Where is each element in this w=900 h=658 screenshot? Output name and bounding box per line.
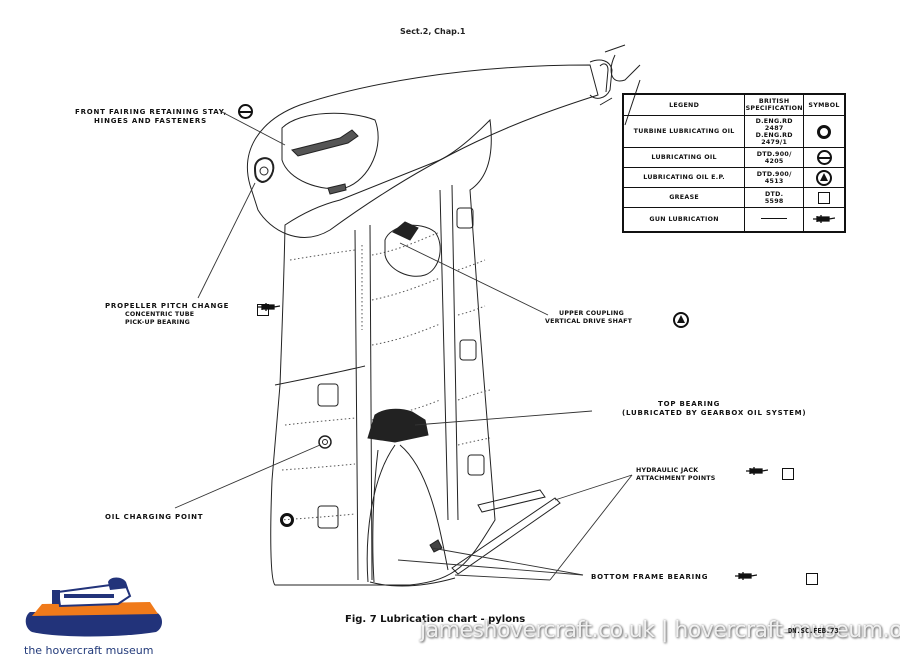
spec-line: 5598 <box>764 197 784 205</box>
legend-row: GREASE DTD.5598 <box>622 187 846 208</box>
figure-caption: Fig. 7 Lubrication chart - pylons <box>345 614 526 625</box>
hydraulic-jack-lower <box>451 497 561 575</box>
callout-propeller-pitch: PROPELLER PITCH CHANGE CONCENTRIC TUBE P… <box>105 302 229 327</box>
legend-header-legend: LEGEND <box>622 93 746 116</box>
spec-line: D.ENG.RD 2479/1 <box>755 131 793 146</box>
section-header: Sect.2, Chap.1 <box>400 27 466 36</box>
legend-symbol <box>803 115 846 148</box>
legend-header-spec: BRITISH SPECIFICATION <box>744 93 805 116</box>
legend-spec: DTD.900/4205 <box>744 147 805 168</box>
grease-gun-icon <box>735 572 757 580</box>
legend-header-symbol: SYMBOL <box>803 93 846 116</box>
hovercraft-logo-icon <box>25 577 163 637</box>
hydraulic-jack-upper <box>477 489 546 513</box>
pylon-body <box>270 118 496 586</box>
callout-hydraulic-jack: HYDRAULIC JACK ATTACHMENT POINTS <box>636 467 716 483</box>
square-icon <box>806 572 819 585</box>
callout-text: UPPER COUPLING <box>559 310 624 317</box>
reference-code: DN.SC.FEB.73 <box>788 627 839 635</box>
spec-line: DTD. <box>765 190 784 198</box>
callout-text: (LUBRICATED BY GEARBOX OIL SYSTEM) <box>622 409 807 417</box>
legend-spec: DTD.5598 <box>744 187 805 208</box>
callout-text: PROPELLER PITCH CHANGE <box>105 302 230 310</box>
callout-text: HYDRAULIC JACK <box>636 467 699 474</box>
dash-icon <box>761 218 788 220</box>
circle-ring-icon <box>279 512 294 527</box>
circle-ring-icon <box>817 124 832 139</box>
callout-text: PICK-UP BEARING <box>125 319 191 326</box>
legend-row: LUBRICATING OIL DTD.900/4205 <box>622 147 846 168</box>
legend-spec: DTD.900/4513 <box>744 167 805 188</box>
callout-text: FRONT FAIRING RETAINING STAY, <box>75 108 227 116</box>
callout-text: TOP BEARING <box>658 400 721 408</box>
callout-text: HINGES AND FASTENERS <box>94 117 207 125</box>
legend-row: LUBRICATING OIL E.P. DTD.900/4513 <box>622 167 846 188</box>
square-icon <box>818 191 831 204</box>
circle-triangle-icon <box>672 311 689 328</box>
legend-name: LUBRICATING OIL <box>622 147 746 168</box>
square-icon <box>257 303 270 316</box>
grease-gun-icon <box>258 303 280 311</box>
legend-symbol <box>803 147 846 168</box>
callout-upper-coupling: UPPER COUPLING VERTICAL DRIVE SHAFT <box>545 310 632 326</box>
retaining-stay <box>291 129 359 157</box>
grease-gun-icon <box>813 215 836 224</box>
spec-line: 4513 <box>764 177 784 185</box>
watermark-text: jameshovercraft.co.uk | hovercraft-museu… <box>420 618 900 643</box>
callout-bottom-frame: BOTTOM FRAME BEARING <box>591 573 708 582</box>
legend-symbol <box>803 207 846 232</box>
callout-front-fairing: FRONT FAIRING RETAINING STAY, HINGES AND… <box>75 108 227 126</box>
legend-row: GUN LUBRICATION <box>622 207 846 232</box>
square-icon <box>782 467 795 480</box>
bottom-frame-bearing-fitting <box>429 539 443 553</box>
callout-top-bearing: TOP BEARING (LUBRICATED BY GEARBOX OIL S… <box>622 400 806 418</box>
callout-text: CONCENTRIC TUBE <box>125 311 195 318</box>
museum-logo-text: the hovercraft museum <box>24 644 154 657</box>
legend-name: GUN LUBRICATION <box>622 207 746 232</box>
circle-triangle-icon <box>816 169 833 186</box>
spinner-fitting <box>253 157 275 184</box>
grease-gun-icon <box>746 467 768 475</box>
callout-oil-charging: OIL CHARGING POINT <box>105 513 203 522</box>
spec-line: DTD.900/ <box>756 170 792 178</box>
legend-header-row: LEGEND BRITISH SPECIFICATION SYMBOL <box>622 93 846 116</box>
fairing-panel <box>281 112 379 190</box>
callout-text: ATTACHMENT POINTS <box>636 475 716 482</box>
legend-symbol <box>803 167 846 188</box>
circle-bar-icon <box>816 150 832 165</box>
legend-name: LUBRICATING OIL E.P. <box>622 167 746 188</box>
top-bearing-gearbox <box>367 408 429 443</box>
legend-symbol <box>803 187 846 208</box>
legend-table: LEGEND BRITISH SPECIFICATION SYMBOL TURB… <box>622 93 846 233</box>
callout-text: BOTTOM FRAME BEARING <box>591 573 709 581</box>
legend-spec <box>744 207 805 232</box>
callout-text: VERTICAL DRIVE SHAFT <box>545 318 633 325</box>
legend-name: TURBINE LUBRICATING OIL <box>622 115 746 148</box>
spec-line: DTD.900/ <box>756 150 792 158</box>
oil-charging-point-fitting <box>318 435 332 449</box>
circle-bar-icon <box>238 104 253 120</box>
a-frame <box>366 444 449 583</box>
front-fairing-outline <box>246 64 599 238</box>
legend-name: GREASE <box>622 187 746 208</box>
hovercraft-museum-logo[interactable]: the hovercraft museum <box>18 576 168 658</box>
callout-text: OIL CHARGING POINT <box>105 513 204 521</box>
spec-line: 4205 <box>764 157 784 165</box>
spec-line: D.ENG.RD 2487 <box>755 117 793 132</box>
